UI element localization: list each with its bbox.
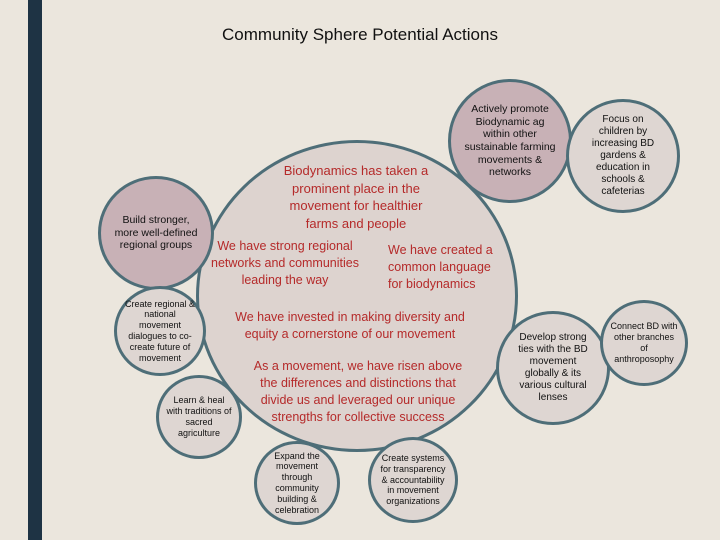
action-label: Create systems for transparency & accoun… — [380, 453, 446, 507]
community-sphere-circle — [196, 140, 518, 452]
slide-title: Community Sphere Potential Actions — [222, 25, 498, 44]
center-statement-2: We have strong regional networks and com… — [211, 239, 359, 287]
action-label: Focus on children by increasing BD garde… — [591, 114, 655, 197]
center-statement-1: Biodynamics has taken a prominent place … — [283, 163, 429, 231]
action-circle-regional-groups: Build stronger, more well-defined region… — [98, 176, 214, 290]
accent-bar — [28, 0, 42, 540]
action-label: Connect BD with other branches of anthro… — [610, 321, 678, 364]
action-circle-sacred-agriculture: Learn & heal with traditions of sacred a… — [156, 375, 242, 459]
action-label: Actively promote Biodynamic ag within ot… — [464, 103, 556, 179]
action-label: Develop strong ties with the BD movement… — [518, 332, 588, 403]
action-label: Build stronger, more well-defined region… — [114, 214, 198, 252]
action-circle-transparency: Create systems for transparency & accoun… — [368, 437, 458, 523]
action-label: Create regional & national movement dial… — [124, 298, 196, 363]
action-circle-promote-bd: Actively promote Biodynamic ag within ot… — [448, 79, 572, 203]
action-circle-community-building: Expand the movement through community bu… — [254, 441, 340, 525]
action-label: Learn & heal with traditions of sacred a… — [166, 395, 232, 438]
center-statement-4: We have invested in making diversity and… — [235, 310, 465, 341]
action-circle-global-ties: Develop strong ties with the BD movement… — [496, 311, 610, 425]
action-label: Expand the movement through community bu… — [274, 450, 320, 515]
center-statement-5: As a movement, we have risen above the d… — [253, 359, 463, 424]
action-circle-anthroposophy: Connect BD with other branches of anthro… — [600, 300, 688, 386]
action-circle-dialogues: Create regional & national movement dial… — [114, 286, 206, 376]
center-statement-3: We have created a common language for bi… — [388, 243, 493, 291]
action-circle-children: Focus on children by increasing BD garde… — [566, 99, 680, 213]
